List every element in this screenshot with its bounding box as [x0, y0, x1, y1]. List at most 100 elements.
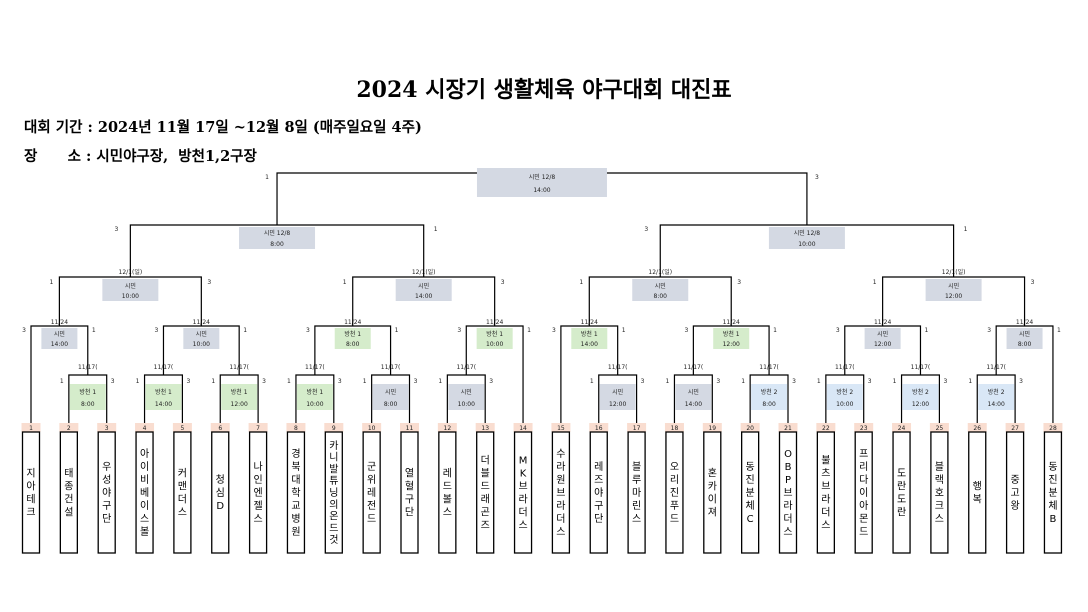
match-cell: [599, 384, 636, 410]
match-venue: 방천 1: [723, 330, 740, 338]
seed-label: 1: [363, 378, 367, 385]
seed-label: 1: [49, 279, 53, 286]
team-box: [173, 431, 192, 554]
match-venue: 방천 1: [306, 388, 323, 396]
match-time: 14:00: [988, 401, 1005, 408]
seed-label: 3: [1019, 378, 1023, 385]
match-time: 8:00: [270, 241, 284, 248]
match-cell: [713, 328, 750, 349]
team-box: [854, 431, 873, 554]
match-time: 14:00: [685, 401, 702, 408]
seed-label: 1: [438, 378, 442, 385]
team-box: [551, 431, 571, 554]
match-cell: [183, 328, 220, 349]
team-box: [59, 431, 78, 554]
match-venue: 방천 2: [761, 388, 778, 396]
team-number-cell: [892, 423, 912, 432]
team-number: 5: [180, 425, 184, 432]
match-time: 10:00: [193, 341, 210, 348]
match-cell: [571, 328, 608, 349]
team-number: 12: [444, 425, 452, 432]
seed-label: 3: [792, 378, 796, 385]
team-number: 11: [406, 425, 414, 432]
team-number: 8: [294, 425, 298, 432]
seed-label: 1: [265, 174, 269, 181]
seed-label: 3: [22, 327, 26, 334]
team-number-cell: [21, 423, 41, 432]
team-number-cell: [286, 423, 306, 432]
match-cell: [69, 384, 106, 410]
final-match-cell: [476, 168, 607, 197]
match-cell: [221, 384, 258, 410]
team-number-cell: [59, 423, 79, 432]
match-time: 10:00: [122, 293, 139, 300]
seed-label: 3: [868, 378, 872, 385]
tournament-period: 대회 기간 : 2024년 11월 17일 ~12월 8일 (매주일요일 4주): [24, 119, 422, 136]
team-box: [438, 431, 457, 554]
match-cell: [925, 279, 982, 301]
team-number: 15: [557, 425, 565, 432]
team-box: [286, 431, 306, 554]
seed-label: 1: [243, 327, 247, 334]
team-box: [476, 431, 495, 554]
seed-label: 3: [684, 327, 688, 334]
team-number: 16: [595, 425, 603, 432]
team-number-cell: [210, 423, 230, 432]
match-time: 12:00: [945, 293, 962, 300]
team-number: 14: [519, 425, 527, 432]
team-number-cell: [1005, 423, 1025, 432]
team-number-cell: [248, 423, 268, 432]
team-box: [97, 431, 116, 554]
team-number-cell: [816, 423, 836, 432]
seed-label: 1: [964, 226, 968, 233]
team-number-cell: [664, 423, 684, 432]
match-time: 12:00: [609, 401, 626, 408]
match-venue: 방천 1: [581, 330, 598, 338]
seed-label: 1: [287, 378, 291, 385]
team-number-cell: [627, 423, 647, 432]
seed-label: 3: [457, 327, 461, 334]
seed-label: 3: [552, 327, 556, 334]
match-cell: [632, 279, 689, 301]
match-cell: [978, 384, 1015, 410]
team-number: 26: [973, 425, 981, 432]
team-box: [1005, 431, 1025, 554]
team-number: 3: [105, 425, 109, 432]
match-venue: 시민: [418, 282, 429, 290]
final-venue: 시민 12/8: [529, 173, 556, 181]
seed-label: 3: [737, 279, 741, 286]
match-time: 14:00: [155, 401, 172, 408]
team-number-cell: [400, 423, 419, 432]
final-time: 14:00: [533, 187, 550, 194]
team-box: [816, 431, 835, 554]
match-venue: 시민 12/8: [794, 229, 821, 237]
match-time: 14:00: [581, 341, 598, 348]
team-number: 19: [708, 425, 716, 432]
team-box: [968, 431, 987, 554]
seed-label: 3: [207, 279, 211, 286]
match-venue: 시민: [54, 330, 65, 338]
seed-label: 1: [968, 378, 972, 385]
match-cell: [768, 227, 845, 249]
match-venue: 방천 2: [988, 388, 1005, 396]
seed-label: 1: [211, 378, 215, 385]
seed-label: 1: [434, 226, 438, 233]
team-number: 24: [898, 425, 906, 432]
seed-label: 1: [893, 378, 897, 385]
match-cell: [902, 384, 939, 410]
team-box: [892, 431, 911, 554]
